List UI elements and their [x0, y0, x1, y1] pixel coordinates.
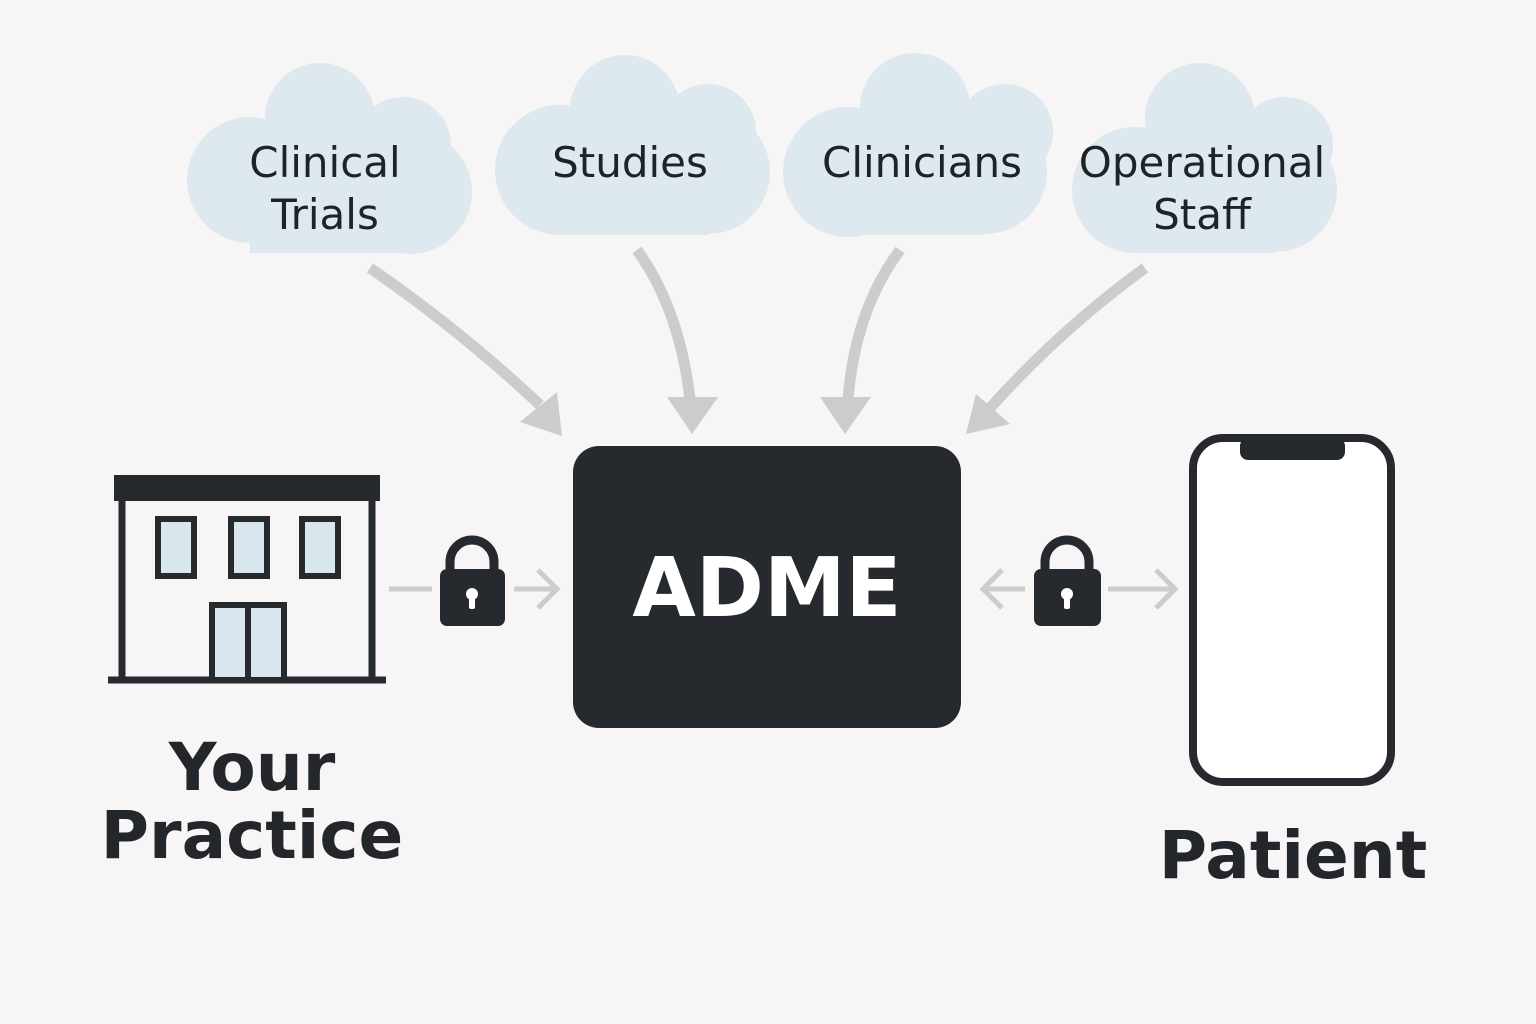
smartphone-icon — [1189, 434, 1395, 786]
padlock-icon — [440, 535, 505, 626]
building-icon — [108, 475, 386, 684]
cloud-label: Clinicians — [822, 138, 1022, 187]
hub: ADME — [573, 446, 961, 728]
cloud-icon — [495, 55, 770, 235]
incoming-arrows — [366, 246, 1149, 412]
cloud-icon — [783, 53, 1053, 237]
patient-label: Patient — [1159, 817, 1428, 894]
cloud-clinical-trials: Clinical Trials — [187, 63, 472, 254]
cloud-studies: Studies — [495, 55, 770, 235]
right-connector — [979, 535, 1179, 626]
hub-label: ADME — [632, 541, 901, 636]
practice-label-line-1: Your — [168, 729, 336, 806]
arrowhead — [667, 397, 718, 434]
cloud-label-line-2: Trials — [270, 190, 379, 239]
arrow-studies — [632, 246, 696, 401]
cloud-label: Studies — [552, 138, 708, 187]
arrowhead — [520, 392, 562, 436]
left-connector — [389, 535, 561, 626]
arrow-clinical-trials — [366, 263, 544, 410]
arrowhead — [820, 397, 871, 434]
cloud-label-line-1: Clinical — [249, 138, 400, 187]
padlock-icon — [1034, 535, 1101, 626]
arrow-clinicians — [842, 246, 905, 401]
cloud-clinicians: Clinicians — [783, 53, 1053, 237]
cloud-operational-staff: Operational Staff — [1072, 63, 1337, 253]
practice-label-line-2: Practice — [101, 797, 404, 874]
cloud-label-line-1: Operational — [1079, 138, 1325, 187]
cloud-label-line-2: Staff — [1153, 190, 1252, 239]
cloud-icon — [187, 63, 472, 254]
arrow-operational-staff — [985, 263, 1149, 412]
arrowhead — [966, 394, 1010, 434]
cloud-icon — [1072, 63, 1337, 253]
hub-box — [573, 446, 961, 728]
incoming-arrowheads — [520, 392, 1010, 436]
